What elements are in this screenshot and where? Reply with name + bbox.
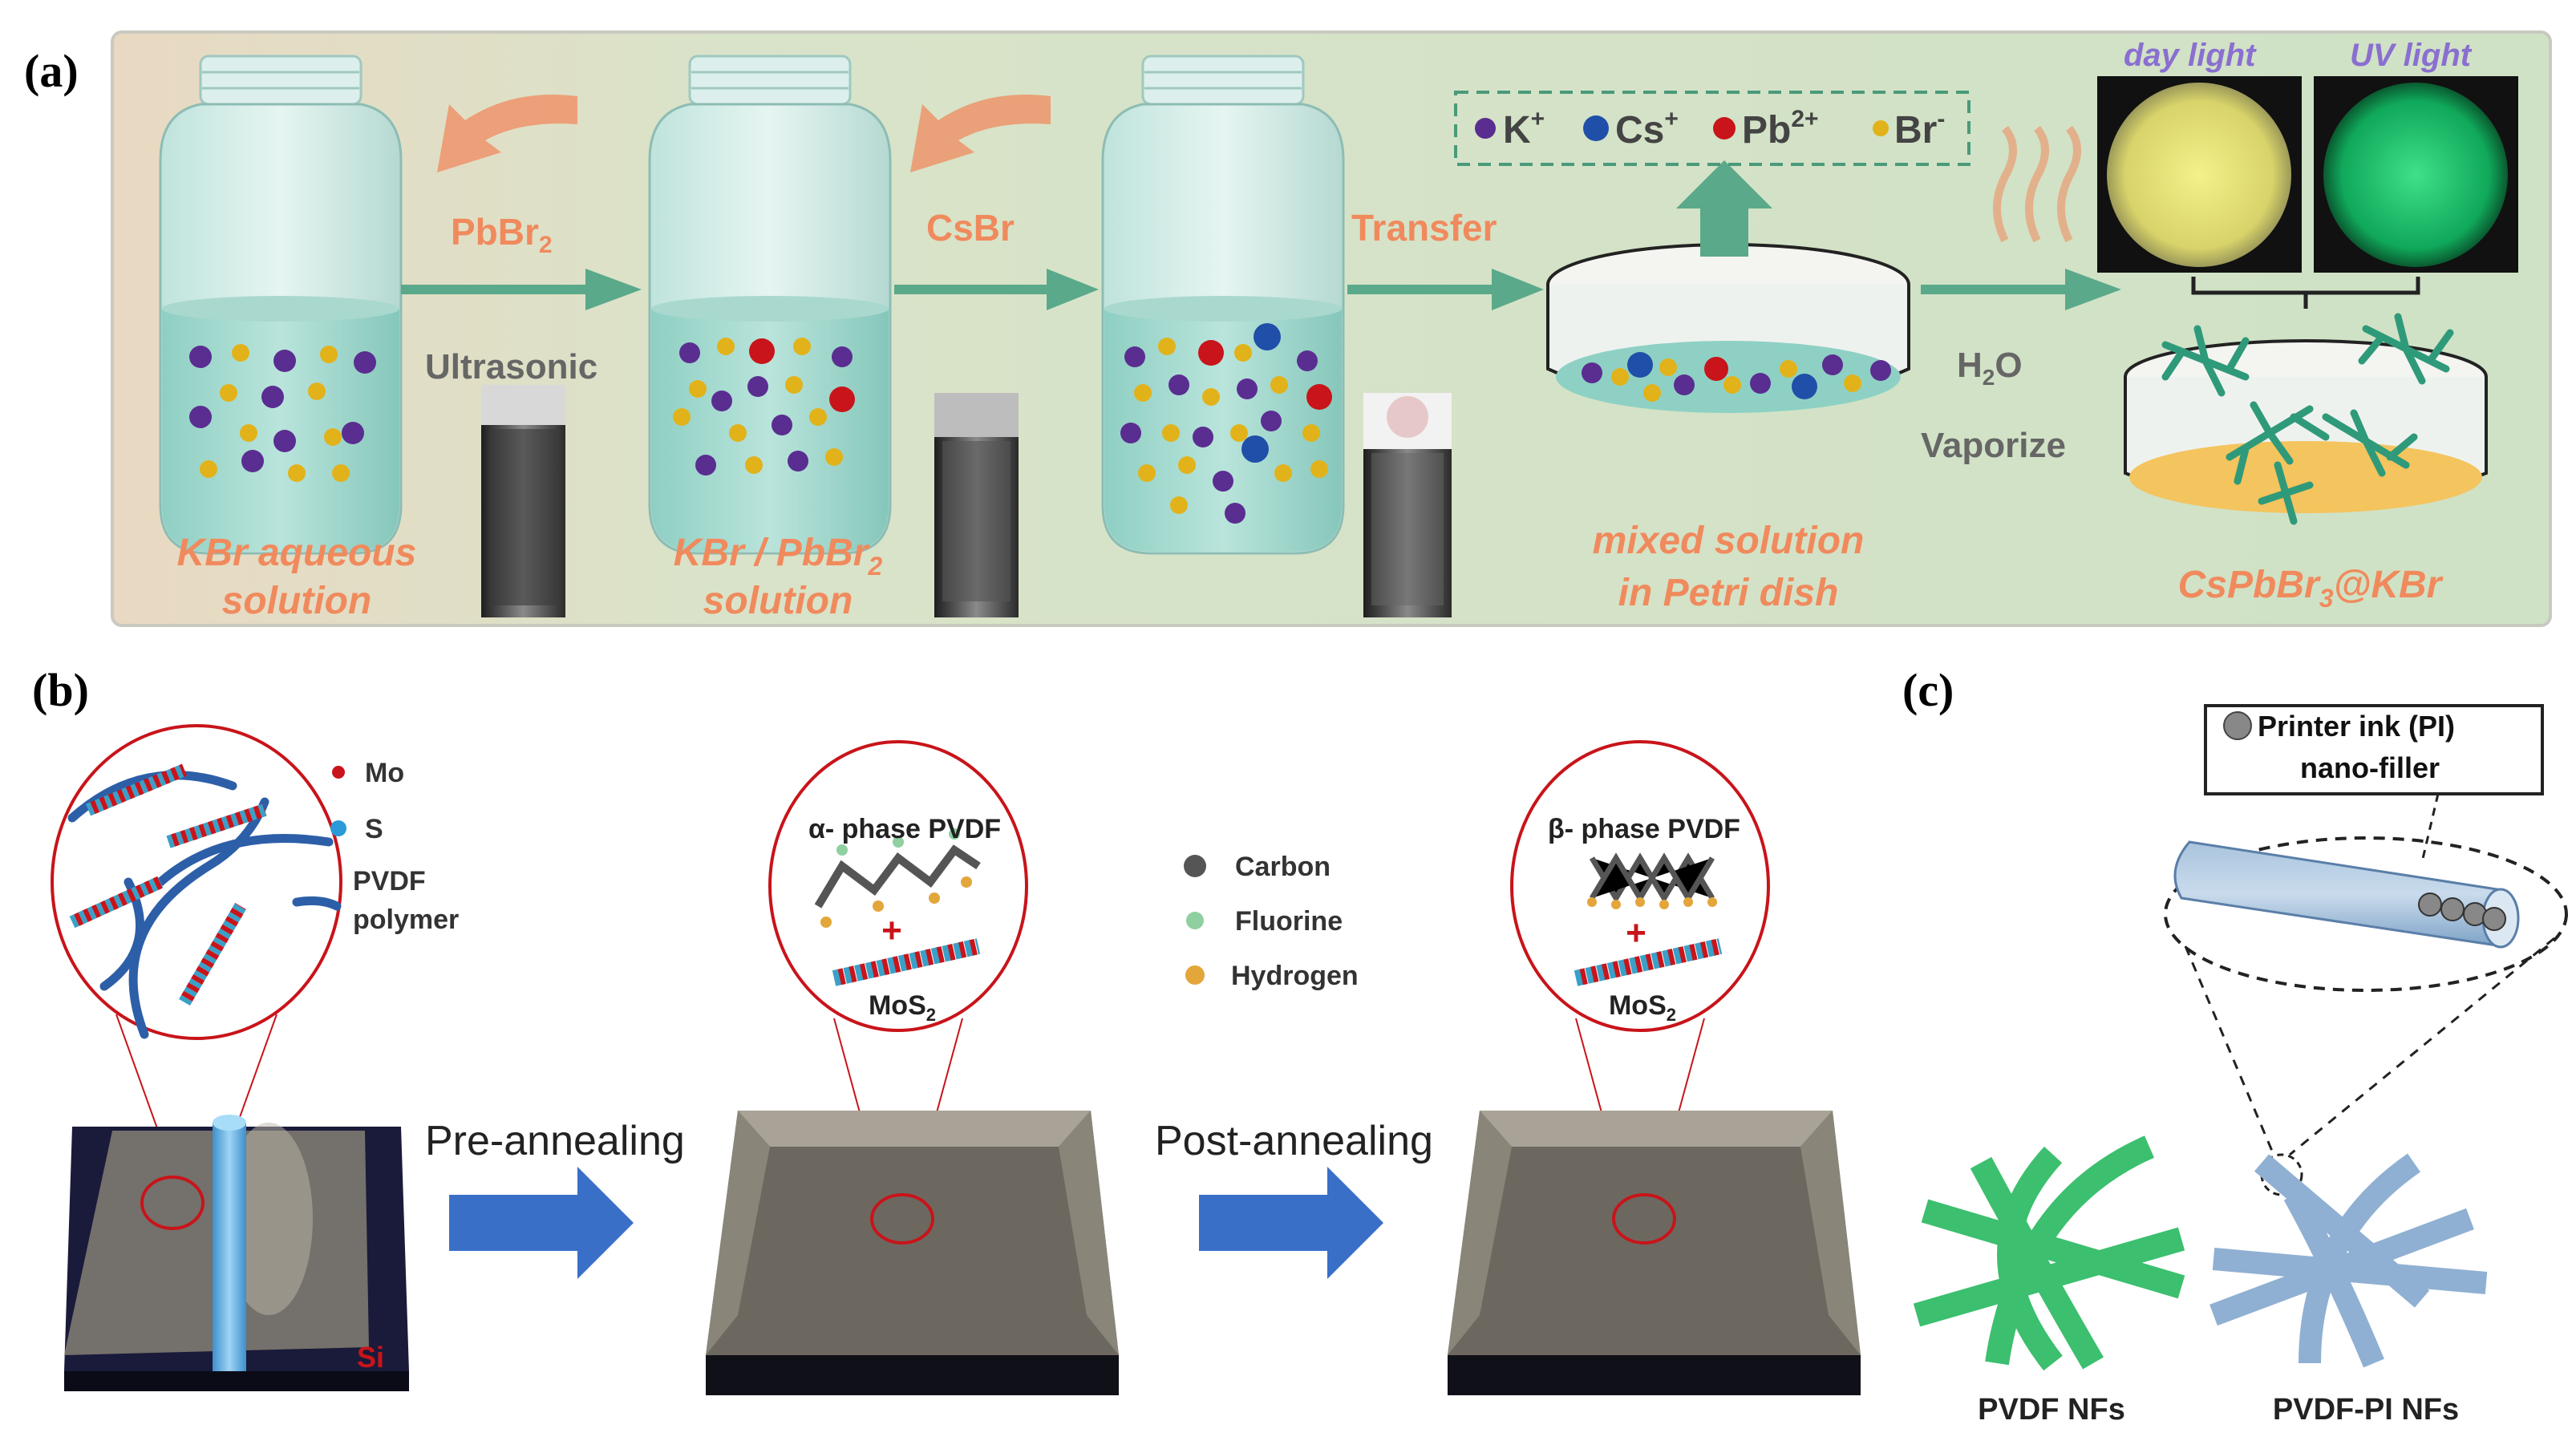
legend-pb-dot [1713,117,1736,140]
legend-cs-dot [1583,115,1609,141]
zoom-circle-1 [51,724,342,1172]
day-light-label: day light [2124,38,2257,73]
legend-br-dot [1873,120,1889,136]
callout-pointer [2420,793,2440,863]
substrate-2 [706,1111,1119,1395]
nanofiber-zoom [2173,840,2520,949]
post-annealing-label: Post-annealing [1155,1118,1433,1164]
jar-1-caption-line-1: KBr aqueous [177,532,417,574]
legend-k-label: K+ [1503,106,1545,152]
filler-label-line-1: Printer ink (PI) [2258,710,2455,743]
substrate-1 [64,1115,409,1391]
pvdf-pi-nfs-illustration [2209,1153,2488,1368]
petri-dish [1546,243,1910,413]
legend-br-label: Br- [1894,106,1945,152]
alpha-phase-label: α- phase PVDF [808,814,1001,844]
legend-pvdf-label-1: PVDF [353,866,426,896]
svg-text:+: + [881,911,902,950]
zoom-circle-2: + [768,740,1028,1196]
dish-caption-line-1: mixed solution [1593,520,1865,562]
dish-caption-line-2: in Petri dish [1618,572,1839,614]
beta-phase-label: β- phase PVDF [1548,814,1740,844]
vaporize-label: Vaporize [1921,426,2066,465]
legend-s-dot [330,820,346,836]
photo-bracket [2191,277,2420,309]
jar-1-ions [189,344,376,482]
legend-s-label: S [365,814,383,844]
svg-text:+: + [1626,913,1646,953]
mos2-label-1: MoS2 [869,990,936,1025]
jar-3-ions [1120,323,1332,524]
pre-annealing-label: Pre-annealing [425,1118,685,1164]
pvdf-pi-nfs-label: PVDF-PI NFs [2273,1393,2459,1427]
product-caption: CsPbBr3@KBr [2178,564,2444,613]
zoom-line-left [2184,945,2275,1156]
h2o-label: H2O [1957,346,2023,390]
uv-light-photo [2323,83,2508,267]
legend-hydrogen-dot [1185,965,1205,985]
filler-callout-box [2204,704,2544,795]
pvdf-nfs-label: PVDF NFs [1978,1393,2125,1427]
legend-fluorine-dot [1186,912,1204,929]
zoom-circle-3: + [1510,740,1770,1196]
reagent-csbr-label: CsBr [926,207,1015,249]
uv-light-label: UV light [2350,38,2473,73]
legend-cs-label: Cs+ [1615,106,1679,152]
ultrasonic-label: Ultrasonic [425,347,597,387]
filler-label-line-2: nano-filler [2300,751,2440,784]
legend-mo-dot [332,766,345,779]
green-arrow-2 [894,269,1099,310]
jar-2-caption-line-2: solution [703,580,853,622]
legend-pvdf-label-2: polymer [353,905,459,935]
mos2-strands [69,763,267,1006]
jar-2-ions [673,338,855,476]
legend-carbon-dot [1184,855,1206,877]
panel-a-tag: (a) [24,45,79,97]
legend-carbon-label: Carbon [1235,852,1331,882]
ion-legend-box [1454,91,1970,166]
green-arrow-3 [1347,269,1544,310]
legend-hydrogen-label: Hydrogen [1231,961,1359,991]
zoom-origin-circle [2260,1153,2303,1196]
substrate-3 [1448,1111,1861,1395]
panel-c-tag: (c) [1902,664,1954,716]
pvdf-nfs-illustration [1913,1135,2185,1371]
legend-fluorine-label: Fluorine [1235,906,1343,937]
green-arrow-4 [1921,269,2121,310]
legend-mo-label: Mo [365,758,404,788]
panel-b-tag: (b) [32,664,89,716]
legend-pb-label: Pb2+ [1742,106,1819,152]
si-label: Si [357,1341,384,1374]
reagent-pbbr2-label: PbBr2 [451,211,553,258]
jar-3 [1101,55,1345,555]
zoom-line-right [2289,937,2555,1156]
steam-icon [1993,125,2081,243]
crystal-dendrites [2161,313,2454,525]
zoom-ellipse [2164,836,2568,992]
jar-2 [648,55,892,555]
vial-2 [934,393,1019,617]
vial-3 [1363,393,1452,617]
filler-particle-icon [2223,711,2252,740]
post-annealing-arrow [1199,1167,1383,1279]
mos2-label-2: MoS2 [1609,990,1676,1025]
green-arrow-1 [401,269,642,310]
jar-1-caption-line-2: solution [222,580,372,622]
legend-k-dot [1475,118,1496,139]
orange-curved-arrow-1 [437,95,577,172]
up-arrow [1676,160,1772,257]
transfer-label: Transfer [1351,207,1497,249]
orange-curved-arrow-2 [910,95,1051,172]
legend-pvdf-swatch [292,896,342,911]
day-light-photo [2107,83,2291,267]
pre-annealing-arrow [449,1167,634,1279]
jar-1 [159,55,403,555]
jar-2-caption-line-1: KBr / PbBr2 [674,532,883,581]
vial-1 [481,385,565,617]
